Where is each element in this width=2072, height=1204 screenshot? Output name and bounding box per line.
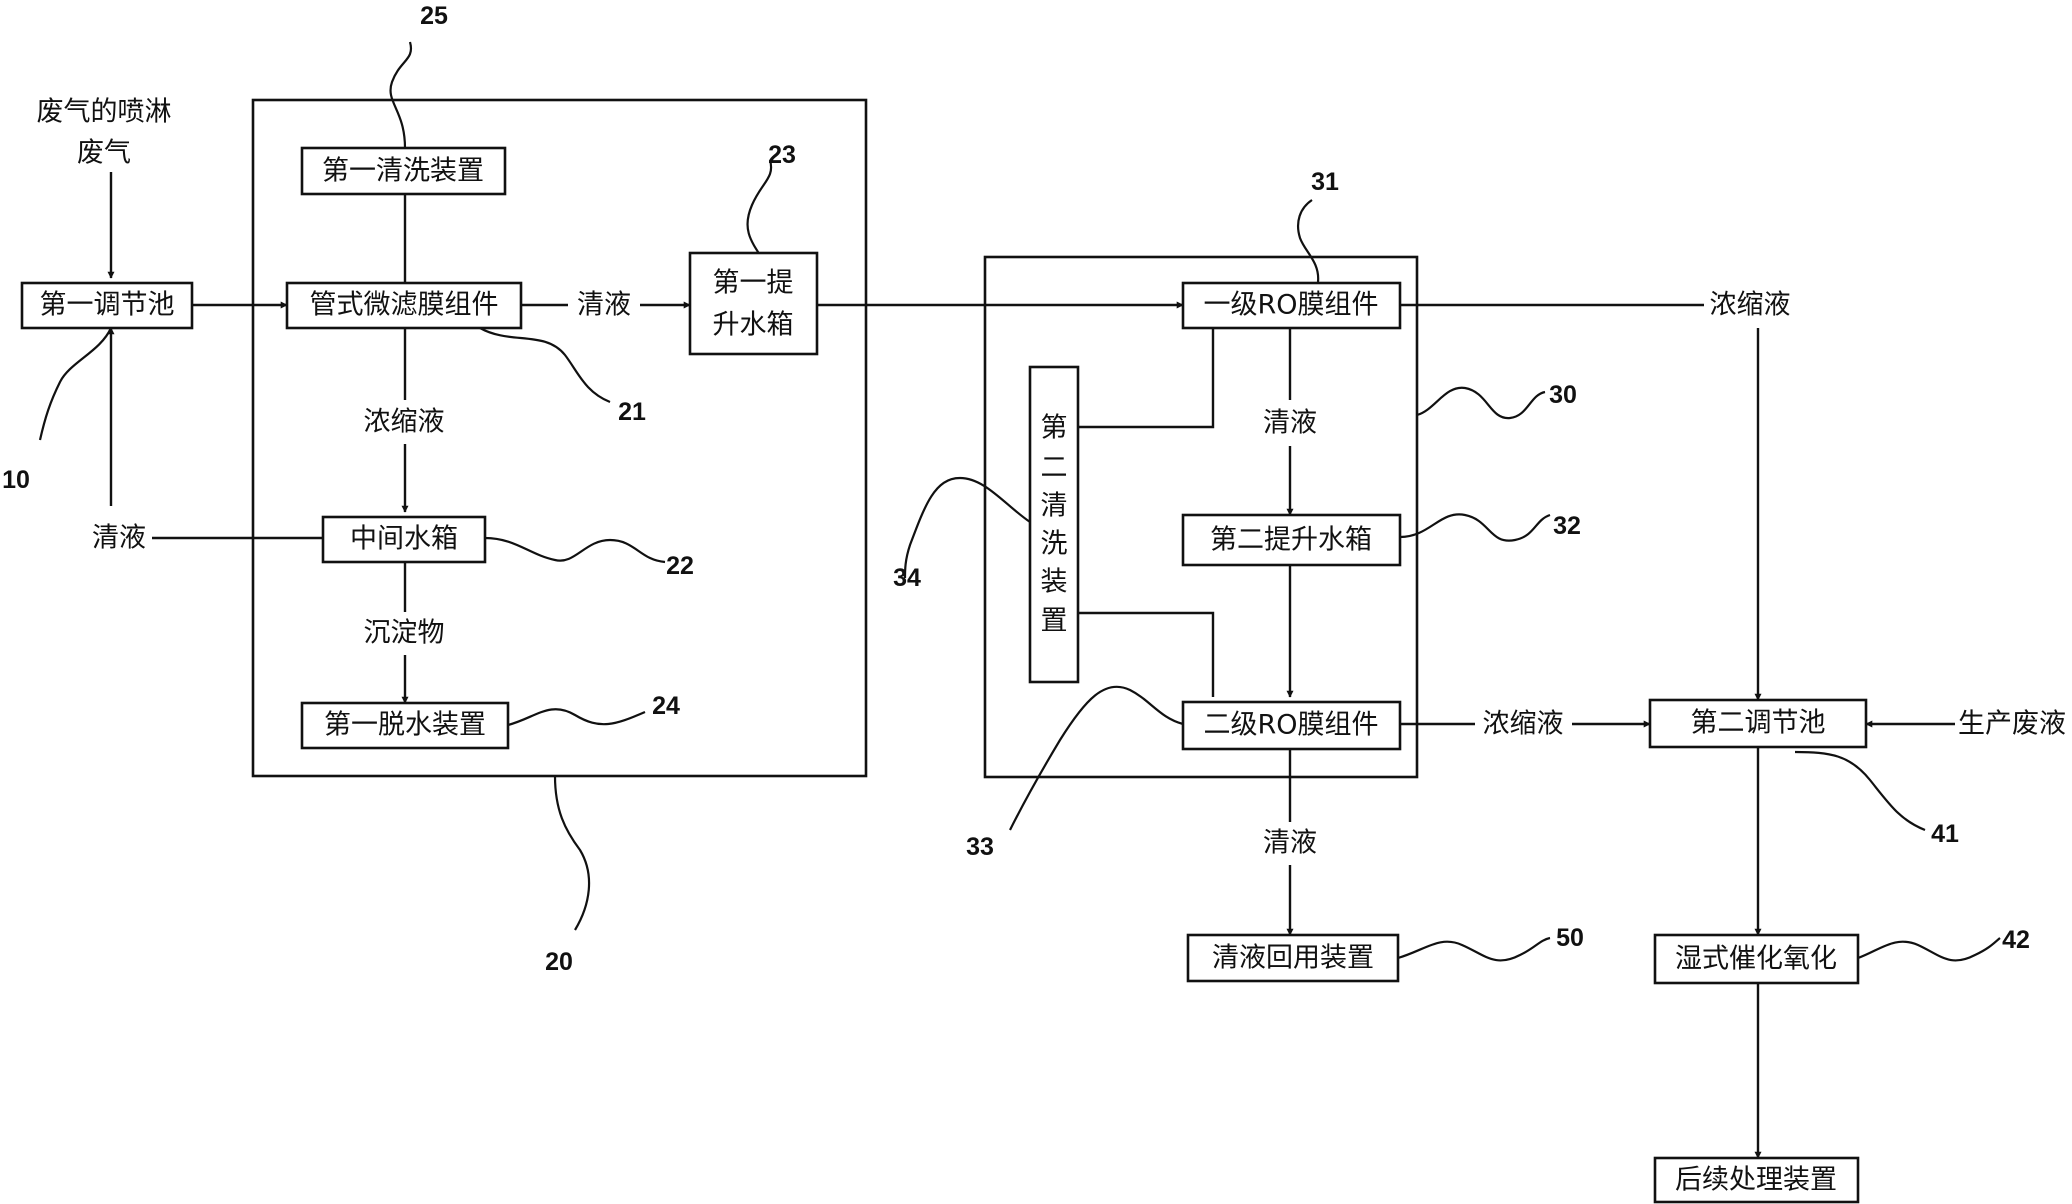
- leader-31: [1296, 199, 1320, 283]
- ref-number-10: 10: [2, 466, 30, 494]
- secondary-ro-module-box: [1181, 700, 1402, 751]
- second-cleaning-device-char-4: 洗: [1041, 529, 1068, 560]
- second-cleaning-device-char-2: 二: [1041, 453, 1068, 484]
- clean2-to-ro2-line: [1078, 611, 1215, 697]
- primary-ro-module-label: 一级RO膜组件: [1203, 290, 1378, 321]
- clear-liquid-reuse-device-box: [1186, 933, 1400, 983]
- flow-label-clear-return: 清液: [92, 523, 146, 554]
- flow-label-ro1-clear: 清液: [1263, 408, 1317, 439]
- tubular-mf-module-box: [285, 281, 523, 330]
- second-cleaning-device-char-5: 装: [1041, 567, 1068, 598]
- second-lift-tank-box: [1181, 513, 1402, 567]
- first-regulating-tank-box: [20, 281, 194, 330]
- first-dewatering-device-label: 第一脱水装置: [324, 710, 486, 741]
- ref-number-22: 22: [666, 552, 694, 580]
- production-wastewater-label: 生产废液: [1958, 709, 2066, 740]
- leader-33: [1009, 685, 1184, 831]
- wet-catalytic-oxidation-box: [1653, 933, 1860, 985]
- wet-catalytic-oxidation-label: 湿式催化氧化: [1675, 944, 1837, 975]
- first-cleaning-device-label: 第一清洗装置: [322, 156, 484, 187]
- first-lift-tank-box: [688, 251, 819, 356]
- ref-number-33: 33: [966, 833, 994, 861]
- primary-ro-module-box: [1181, 281, 1402, 330]
- leader-23: [746, 159, 773, 259]
- flow-label-sediment: 沉淀物: [364, 618, 445, 649]
- leader-22: [484, 536, 666, 564]
- leader-21: [479, 327, 611, 404]
- leader-32: [1399, 513, 1551, 542]
- leader-41: [1794, 750, 1926, 832]
- ref-number-42: 42: [2002, 926, 2030, 954]
- flow-label-mf-clear: 清液: [577, 290, 631, 321]
- leader-25: [389, 41, 413, 149]
- leader-42: [1857, 937, 2001, 962]
- exhaust-input-label-line2: 废气: [77, 138, 131, 169]
- second-cleaning-device-char-6: 置: [1041, 606, 1068, 637]
- system-30-frame: [983, 255, 1419, 779]
- subsequent-treatment-device-label: 后续处理装置: [1675, 1165, 1837, 1196]
- subsequent-treatment-device-box: [1653, 1156, 1860, 1204]
- leader-10: [38, 327, 112, 441]
- clear-liquid-reuse-device-label: 清液回用装置: [1212, 943, 1374, 974]
- ref-number-32: 32: [1553, 512, 1581, 540]
- second-regulating-tank-box: [1648, 698, 1868, 749]
- intermediate-tank-label: 中间水箱: [350, 524, 458, 555]
- leader-30: [1416, 386, 1546, 420]
- second-cleaning-device-char-3: 清: [1041, 491, 1068, 522]
- flow-label-ro1-concentrate: 浓缩液: [1710, 290, 1791, 321]
- first-cleaning-device-box: [300, 146, 507, 196]
- first-regulating-tank-label: 第一调节池: [40, 290, 175, 321]
- ref-number-30: 30: [1549, 381, 1577, 409]
- ref-number-25: 25: [420, 2, 448, 30]
- secondary-ro-module-label: 二级RO膜组件: [1203, 710, 1378, 741]
- second-lift-tank-label: 第二提升水箱: [1210, 525, 1372, 556]
- ref-number-50: 50: [1556, 924, 1584, 952]
- ref-number-34: 34: [893, 564, 921, 592]
- second-cleaning-device-char-1: 第: [1041, 413, 1068, 444]
- second-cleaning-device-box: [1028, 365, 1080, 684]
- first-dewatering-device-box: [300, 701, 510, 750]
- intermediate-tank-box: [321, 515, 487, 564]
- ref-number-23: 23: [768, 141, 796, 169]
- clean2-to-ro1-line: [1078, 328, 1215, 429]
- leader-20: [553, 775, 591, 931]
- second-regulating-tank-label: 第二调节池: [1691, 708, 1826, 739]
- ref-number-41: 41: [1931, 820, 1959, 848]
- ref-number-21: 21: [618, 398, 646, 426]
- leader-34: [903, 476, 1031, 579]
- leader-24: [507, 708, 646, 727]
- ref-number-31: 31: [1311, 168, 1339, 196]
- system-20-frame: [251, 98, 868, 778]
- leader-50: [1397, 936, 1551, 962]
- ref-number-24: 24: [652, 692, 680, 720]
- ref-number-20: 20: [545, 948, 573, 976]
- first-lift-tank-label-line1: 第一提: [713, 268, 794, 299]
- first-lift-tank-label-line2: 升水箱: [713, 310, 794, 341]
- flow-label-ro2-concentrate: 浓缩液: [1483, 709, 1564, 740]
- tubular-mf-module-label: 管式微滤膜组件: [310, 290, 499, 321]
- flow-label-mf-concentrate: 浓缩液: [364, 407, 445, 438]
- flow-label-ro2-clear: 清液: [1263, 828, 1317, 859]
- exhaust-input-label-line1: 废气的喷淋: [37, 97, 172, 128]
